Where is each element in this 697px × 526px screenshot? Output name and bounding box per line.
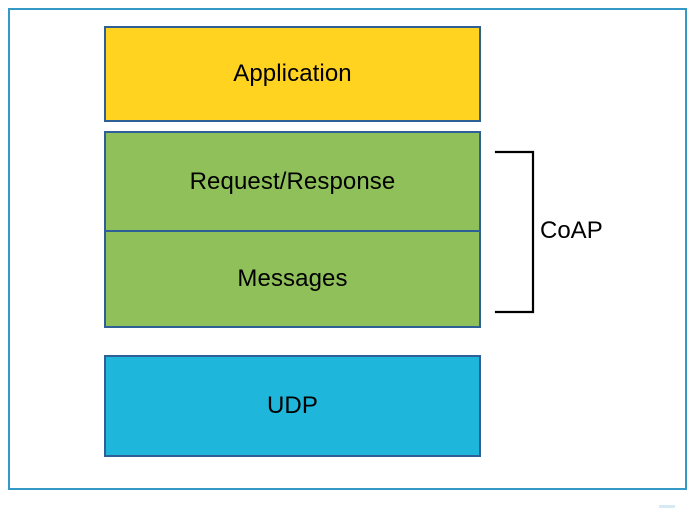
layer-label-udp: UDP [267, 392, 318, 419]
layer-label-application: Application [233, 60, 352, 87]
layer-group-coap: Request/Response Messages [104, 131, 481, 328]
coap-annotation-label: CoAP [540, 217, 603, 244]
coap-bracket-icon [494, 150, 535, 314]
corner-artifact [659, 505, 675, 508]
layer-box-application[interactable]: Application [104, 26, 481, 122]
layer-box-messages[interactable]: Messages [106, 232, 479, 326]
layer-label-request-response: Request/Response [189, 167, 396, 195]
layer-box-request-response[interactable]: Request/Response [106, 133, 479, 232]
layer-box-udp[interactable]: UDP [104, 355, 481, 457]
layer-label-messages: Messages [237, 265, 348, 292]
